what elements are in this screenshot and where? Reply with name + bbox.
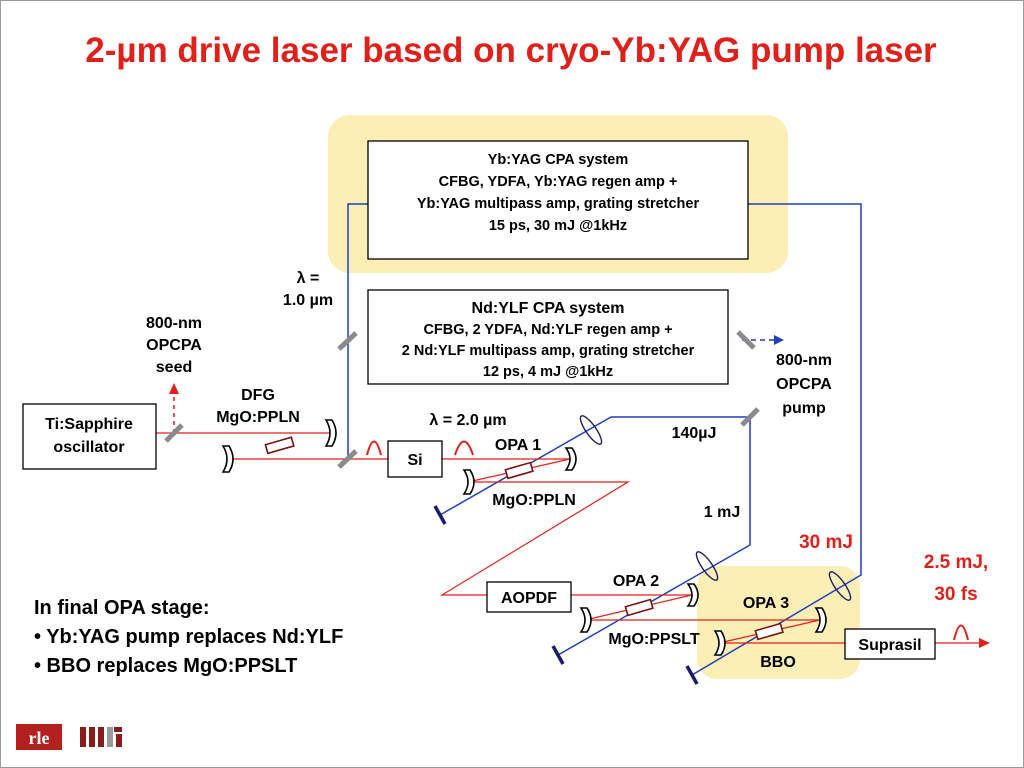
opa1-label: OPA 1 xyxy=(495,437,541,454)
note-item-1: • Yb:YAG pump replaces Nd:YLF xyxy=(34,626,343,648)
nd-box-line-2: CFBG, 2 YDFA, Nd:YLF regen amp + xyxy=(423,322,672,338)
seed-label-3: seed xyxy=(156,359,192,376)
dfg-crystal xyxy=(264,436,295,455)
pulse-icon xyxy=(454,440,474,456)
pulse-icon xyxy=(953,624,969,641)
ti-line-1: Ti:Sapphire xyxy=(45,416,133,433)
mirror xyxy=(736,330,756,350)
dfg-label: DFG xyxy=(241,387,275,404)
curved-mirror xyxy=(814,607,827,633)
bbo-label: BBO xyxy=(760,654,796,671)
opa3-label: OPA 3 xyxy=(743,595,789,612)
curved-mirror xyxy=(324,419,337,447)
beam-dump xyxy=(551,645,565,665)
mit-logo-text: MIT xyxy=(86,764,88,766)
curved-mirror xyxy=(579,607,592,633)
yb-pump-left-beam xyxy=(347,203,368,460)
yb-box-line-4: 15 ps, 30 mJ @1kHz xyxy=(489,218,627,234)
output-energy: 2.5 mJ, xyxy=(924,552,988,573)
si-box: Si xyxy=(387,440,443,478)
seed-arrowhead xyxy=(169,383,179,394)
mirror xyxy=(337,449,358,469)
nd-box-line-1: Nd:YLF CPA system xyxy=(472,300,625,317)
yb-box-line-2: CFBG, YDFA, Yb:YAG regen amp + xyxy=(439,174,678,190)
mirror xyxy=(740,407,760,427)
pump-label-1: 800-nm xyxy=(776,352,832,369)
energy-1mj: 1 mJ xyxy=(704,504,740,521)
yb-cpa-box: Yb:YAG CPA system CFBG, YDFA, Yb:YAG reg… xyxy=(367,140,749,260)
beam-dump xyxy=(433,505,447,525)
rle-logo-text: rle xyxy=(29,728,50,748)
energy-30mj: 30 mJ xyxy=(799,532,853,553)
pump-arrowhead xyxy=(774,335,784,345)
aopdf-label: AOPDF xyxy=(501,590,557,607)
rle-logo: rle xyxy=(16,724,62,750)
nd-box-line-4: 12 ps, 4 mJ @1kHz xyxy=(483,364,613,380)
beam-dump xyxy=(685,665,699,685)
mit-logo: MIT xyxy=(80,727,122,766)
curved-mirror xyxy=(221,445,234,473)
yb-box-line-1: Yb:YAG CPA system xyxy=(488,152,628,168)
opa2-pump-beam xyxy=(557,417,751,656)
output-duration: 30 fs xyxy=(934,584,977,605)
lens xyxy=(579,415,603,445)
pump-label-3: pump xyxy=(782,400,826,417)
lens xyxy=(695,551,719,581)
suprasil-label: Suprasil xyxy=(858,637,921,654)
lambda2-label: λ = 2.0 µm xyxy=(429,412,506,429)
seed-label-2: OPCPA xyxy=(146,337,202,354)
note-heading: In final OPA stage: xyxy=(34,597,210,619)
opa3-crystal xyxy=(754,622,784,641)
mirror xyxy=(337,331,358,351)
ti-line-2: oscillator xyxy=(53,439,124,456)
opa2-crystal xyxy=(624,598,654,617)
curved-mirror xyxy=(713,630,726,656)
dfg-crystal-label: MgO:PPLN xyxy=(216,409,300,426)
seed-label-1: 800-nm xyxy=(146,315,202,332)
opa3-highlight xyxy=(697,566,860,679)
suprasil-box: Suprasil xyxy=(844,628,936,660)
opa1-crystal-label: MgO:PPLN xyxy=(492,492,576,509)
ti-sapphire-box: Ti:Sapphire oscillator xyxy=(22,403,157,470)
opa2-label: OPA 2 xyxy=(613,573,659,590)
lambda1-label: λ = xyxy=(297,270,320,287)
pump-label-2: OPCPA xyxy=(776,376,832,393)
output-arrowhead xyxy=(979,638,990,648)
si-label: Si xyxy=(407,452,422,469)
nd-cpa-box: Nd:YLF CPA system CFBG, 2 YDFA, Nd:YLF r… xyxy=(367,289,729,385)
slide-title: 2-µm drive laser based on cryo-Yb:YAG pu… xyxy=(85,31,937,70)
aopdf-box: AOPDF xyxy=(486,581,572,613)
yb-box-line-3: Yb:YAG multipass amp, grating stretcher xyxy=(417,196,700,212)
pulse-icon xyxy=(366,440,382,456)
curved-mirror xyxy=(462,469,475,495)
nd-box-line-3: 2 Nd:YLF multipass amp, grating stretche… xyxy=(402,343,695,359)
curved-mirror xyxy=(564,447,577,471)
mirror xyxy=(164,423,184,443)
energy-140uj: 140µJ xyxy=(672,425,717,442)
opa2-crystal-label: MgO:PPSLT xyxy=(608,631,699,648)
curved-mirror xyxy=(686,583,699,607)
lambda1-value: 1.0 µm xyxy=(283,292,333,309)
lens xyxy=(828,571,852,601)
zigzag-beam xyxy=(439,481,631,596)
opa1-crystal xyxy=(504,461,534,480)
note-item-2: • BBO replaces MgO:PPSLT xyxy=(34,655,297,677)
